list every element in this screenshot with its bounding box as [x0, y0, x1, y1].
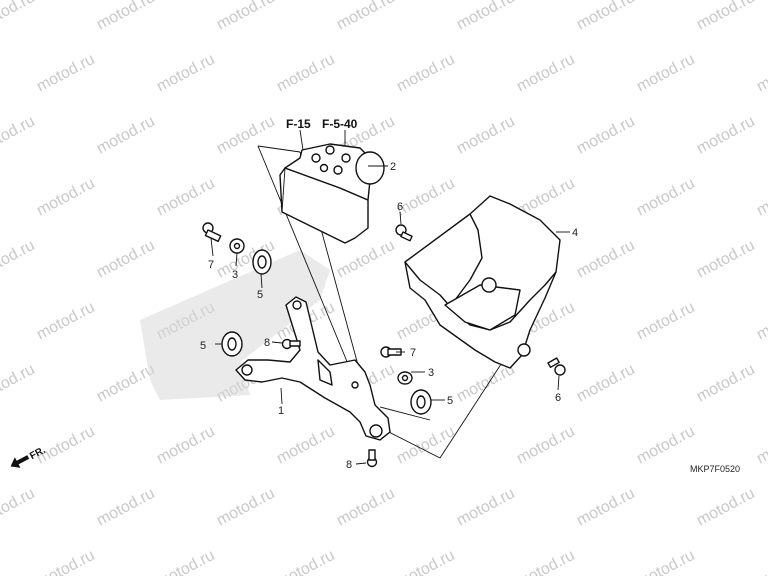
watermark-text: motod.ru [634, 175, 698, 220]
callout-5c: 5 [447, 395, 453, 407]
callout-4: 4 [572, 227, 578, 239]
watermark-text: motod.ru [334, 237, 398, 282]
arrow-left-icon [10, 455, 30, 468]
watermark-text: motod.ru [634, 547, 698, 576]
watermark-text: motod.ru [214, 0, 278, 34]
watermark-text: motod.ru [634, 299, 698, 344]
watermark-text: motod.ru [34, 547, 98, 576]
reference-label-f540[interactable]: F-5-40 [322, 117, 358, 131]
watermark-text: motod.ru [94, 237, 158, 282]
callout-2: 2 [390, 161, 396, 173]
reference-leader-lines [299, 129, 346, 151]
watermark-text: motod.ru [754, 423, 768, 468]
watermark-text: motod.ru [34, 175, 98, 220]
collar-part-3-a[interactable] [229, 238, 245, 254]
bolt-part-7-a[interactable] [202, 222, 222, 243]
watermark-text: motod.ru [34, 299, 98, 344]
bracket-part-1[interactable] [235, 296, 391, 441]
callout-3b: 3 [428, 367, 434, 379]
bolt-part-6-b[interactable] [547, 357, 566, 376]
watermark-text: motod.ru [274, 423, 338, 468]
watermark-text: motod.ru [574, 113, 638, 158]
callout-leaders [210, 165, 570, 465]
watermark-text: motod.ru [0, 361, 38, 406]
reference-label-f15[interactable]: F-15 [286, 117, 311, 131]
watermark-text: motod.ru [454, 113, 518, 158]
abs-modulator-part-2[interactable] [279, 143, 385, 244]
watermark-text: motod.ru [94, 113, 158, 158]
watermark-text: motod.ru [0, 485, 38, 530]
collar-part-3-b[interactable] [397, 371, 413, 385]
watermark-text: motod.ru [0, 0, 38, 34]
watermark-text: motod.ru [694, 0, 758, 34]
watermark-text: motod.ru [514, 51, 578, 96]
watermark-text: motod.ru [694, 113, 758, 158]
watermark-text: motod.ru [754, 299, 768, 344]
watermark-text: motod.ru [274, 51, 338, 96]
watermark-text: motod.ru [754, 51, 768, 96]
watermark-text: motod.ru [394, 175, 458, 220]
callout-1: 1 [278, 405, 284, 417]
watermark-text: motod.ru [754, 175, 768, 220]
watermark-text: motod.ru [154, 175, 218, 220]
watermark-text: motod.ru [694, 361, 758, 406]
watermark-text: motod.ru [694, 237, 758, 282]
bolt-part-6-a[interactable] [395, 224, 413, 242]
watermark-text: motod.ru [274, 547, 338, 576]
watermark-text: motod.ru [94, 485, 158, 530]
grommet-part-5-b[interactable] [221, 331, 243, 357]
watermark-text: motod.ru [514, 547, 578, 576]
bolt-part-7-b[interactable] [380, 346, 402, 358]
watermark-text: motod.ru [334, 485, 398, 530]
watermark-text: motod.ru [394, 51, 458, 96]
watermark-text: motod.ru [634, 51, 698, 96]
grommet-part-5-a[interactable] [252, 249, 272, 275]
bolt-part-8-a[interactable] [281, 338, 301, 350]
watermark-text: motod.ru [574, 485, 638, 530]
watermark-text: motod.ru [154, 547, 218, 576]
cover-part-4[interactable] [404, 195, 561, 369]
watermark-text: motod.ru [214, 113, 278, 158]
callout-5b: 5 [200, 340, 206, 352]
watermark-text: motod.ru [574, 361, 638, 406]
callout-7b: 7 [410, 347, 416, 359]
watermark-text: motod.ru [454, 0, 518, 34]
watermark-text: motod.ru [0, 237, 38, 282]
watermark-text: motod.ru [694, 485, 758, 530]
watermark-text: motod.ru [394, 547, 458, 576]
watermark-text: motod.ru [34, 423, 98, 468]
background-silhouette [140, 250, 330, 400]
watermark-text: motod.ru [154, 51, 218, 96]
watermark-text: motod.ru [574, 0, 638, 34]
watermark-text: motod.ru [574, 237, 638, 282]
watermark-text: motod.ru [94, 0, 158, 34]
watermark-text: motod.ru [34, 51, 98, 96]
callout-8b: 8 [346, 459, 352, 471]
watermark-text: motod.ru [0, 113, 38, 158]
watermark-text: motod.ru [754, 547, 768, 576]
bolt-part-8-b[interactable] [366, 449, 378, 468]
callout-5a: 5 [257, 289, 263, 301]
watermark-text: motod.ru [454, 485, 518, 530]
watermark-text: motod.ru [514, 423, 578, 468]
watermark-text: motod.ru [154, 423, 218, 468]
callout-3a: 3 [232, 269, 238, 281]
callout-6b: 6 [555, 392, 561, 404]
grommet-part-5-c[interactable] [410, 389, 432, 415]
diagram-code: MKP7F0520 [690, 464, 740, 474]
callout-8a: 8 [264, 337, 270, 349]
watermark-text: motod.ru [634, 423, 698, 468]
callout-7a: 7 [208, 259, 214, 271]
watermark-text: motod.ru [334, 0, 398, 34]
watermark-text: motod.ru [214, 485, 278, 530]
callout-6a: 6 [397, 201, 403, 213]
